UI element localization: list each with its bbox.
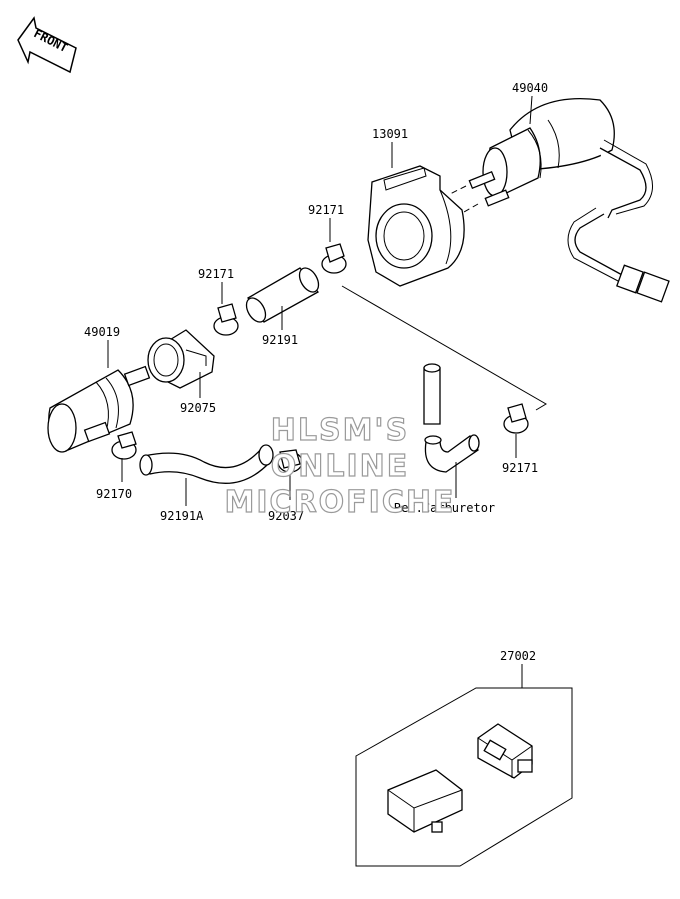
hose-clamp <box>213 303 239 336</box>
hose-clamp <box>111 431 137 460</box>
fuel-hose-long <box>139 444 274 484</box>
carburetor-hose-elbow <box>424 434 480 473</box>
svg-text:ONLINE: ONLINE <box>271 449 410 484</box>
part-number-92075: 92075 <box>180 401 216 415</box>
filter-holder <box>147 329 215 389</box>
fuel-hose-short <box>245 267 320 323</box>
part-number-27002: 27002 <box>500 649 536 663</box>
hose-clamp <box>321 243 347 274</box>
hose-clamp <box>277 449 303 473</box>
fuel-filter <box>47 365 151 453</box>
watermark: HLSM'S ONLINE MICROFICHE <box>224 412 456 520</box>
pump-bracket <box>367 165 465 287</box>
part-number-92171-top: 92171 <box>308 203 344 217</box>
part-number-92037: 92037 <box>268 509 304 523</box>
part-number-13091: 13091 <box>372 127 408 141</box>
part-number-49040: 49040 <box>512 81 548 95</box>
hose-clamp <box>503 403 529 434</box>
part-number-92191a: 92191A <box>160 509 204 523</box>
part-number-49019: 49019 <box>84 325 120 339</box>
fuel-pump <box>468 97 670 303</box>
carburetor-hose-straight <box>423 363 441 425</box>
svg-text:MICROFICHE: MICROFICHE <box>225 485 456 520</box>
front-arrow-icon: FRONT <box>17 16 77 74</box>
connector-kit <box>355 687 573 867</box>
part-number-92171-left: 92171 <box>198 267 234 281</box>
part-number-92171-right: 92171 <box>502 461 538 475</box>
part-number-92191: 92191 <box>262 333 298 347</box>
svg-text:HLSM'S: HLSM'S <box>271 413 409 448</box>
ref-carburetor-note: Ref.Carburetor <box>394 501 495 515</box>
part-number-92170: 92170 <box>96 487 132 501</box>
